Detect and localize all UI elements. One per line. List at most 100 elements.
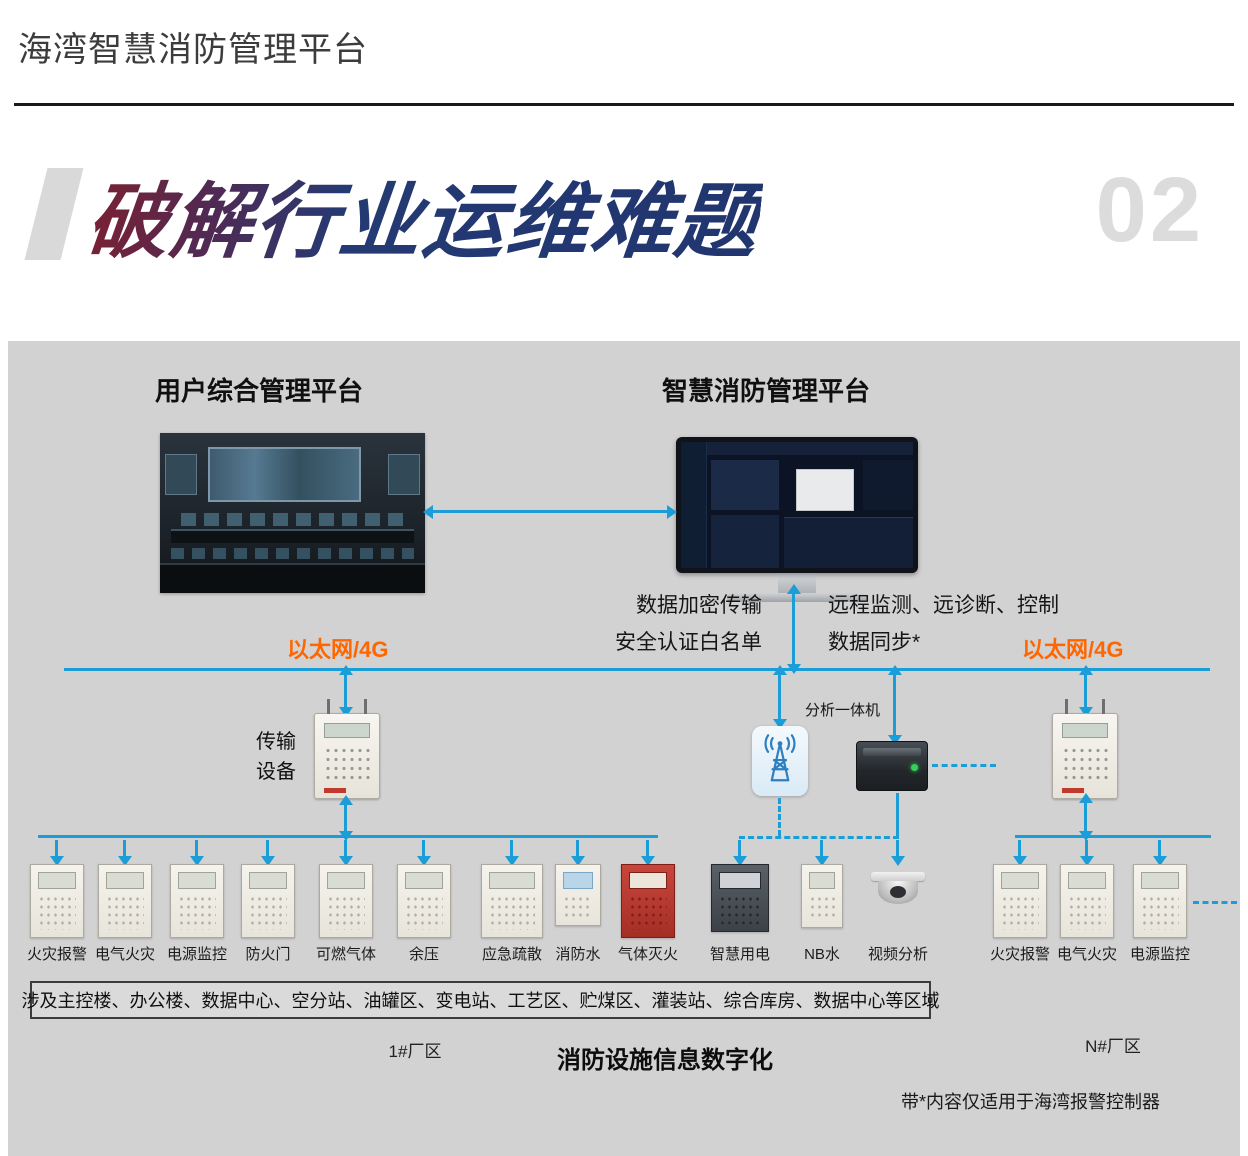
device-unit-smart-power: 智慧用电	[704, 864, 776, 964]
device-label: 视频分析	[867, 946, 929, 963]
device-drop-arrow	[1018, 840, 1021, 857]
dashboard-sidebar	[681, 442, 707, 568]
device-drop-arrow	[344, 840, 347, 857]
right-transmitter-uplink-arrow	[1084, 674, 1087, 708]
monitor-bus-arrow	[792, 593, 795, 665]
encryption-note: 数据加密传输 安全认证白名单	[564, 587, 762, 661]
device-unit-video-analysis: 视频分析	[862, 864, 934, 964]
device-drop-arrow	[820, 840, 823, 857]
transmission-device-label: 传输 设备	[256, 727, 296, 787]
header-divider	[14, 103, 1234, 106]
device-drop-arrow	[510, 840, 513, 857]
zone-label-left: 1#厂区	[388, 1042, 442, 1061]
device-drop-arrow	[55, 840, 58, 857]
analysis-dashed-link	[932, 764, 996, 767]
device-unit-residual-pressure: 余压	[388, 864, 460, 964]
right-platform-title: 智慧消防管理平台	[662, 376, 871, 406]
transmitter-keypad	[1062, 746, 1108, 782]
digitalization-caption: 消防设施信息数字化	[557, 1047, 773, 1074]
remote-note: 远程监测、远诊断、控制 数据同步*	[828, 587, 1059, 661]
device-label: 电源监控	[1129, 946, 1191, 963]
dashboard-panel-4	[784, 517, 913, 568]
title-accent-mark	[24, 168, 84, 260]
right-bus-continuation-dashed	[1193, 901, 1237, 904]
device-label: 应急疏散	[481, 946, 543, 963]
right-transmitter-downlink-arrow	[1084, 802, 1087, 832]
transmission-label-line1: 传输	[256, 731, 296, 753]
dashboard-panel	[711, 460, 779, 510]
transmitter-brand-mark	[1062, 788, 1084, 793]
control-room-desk	[170, 529, 415, 544]
page-number: 02	[1095, 159, 1204, 261]
device-label: 防火门	[245, 946, 291, 963]
combustible-gas-panel-icon	[319, 864, 373, 938]
smart-power-device-icon	[711, 864, 769, 932]
control-room-main-screen	[207, 447, 362, 502]
transmitter-keypad	[324, 746, 370, 782]
power-monitor-panel-icon	[170, 864, 224, 938]
left-transmitter-downlink-arrow	[344, 804, 347, 832]
transmitter-screen	[324, 723, 370, 738]
left-platform-title: 用户综合管理平台	[155, 376, 364, 406]
analysis-downlink	[896, 793, 899, 836]
control-room-monitor-row	[181, 513, 404, 526]
antenna-icon	[327, 699, 330, 714]
middle-dashed-bus	[739, 836, 899, 839]
transmitter-device-right	[1052, 699, 1118, 799]
monitor-stand-base	[727, 593, 867, 602]
page-title: 海湾智慧消防管理平台	[18, 31, 368, 69]
device-drop-arrow	[123, 840, 126, 857]
emergency-evacuation-panel-icon	[481, 864, 543, 938]
dashboard-panel-2	[711, 515, 779, 568]
platform-link-arrow	[432, 510, 668, 513]
section-title: 破解行业运维难题	[82, 155, 767, 274]
signal-tower-icon	[752, 726, 808, 796]
dashboard-monitor	[676, 437, 918, 602]
remote-note-line2: 数据同步*	[828, 631, 921, 654]
device-label: 电气火灾	[1056, 946, 1118, 963]
device-label: 电气火灾	[94, 946, 156, 963]
device-drop-arrow	[266, 840, 269, 857]
signal-tower-glyph	[764, 734, 796, 782]
device-drop-arrow	[1085, 840, 1088, 857]
analysis-uplink-arrow	[893, 674, 896, 736]
fire-door-panel-icon	[241, 864, 295, 938]
main-bus-line	[64, 668, 1210, 671]
fire-alarm-panel-icon	[30, 864, 84, 938]
asterisk-footnote: 带*内容仅适用于海湾报警控制器	[901, 1092, 1161, 1112]
device-unit-nb-water: NB水	[786, 864, 858, 964]
nb-water-device-icon	[801, 864, 843, 928]
fire-alarm-panel-icon	[993, 864, 1047, 938]
device-drop-arrow	[896, 840, 899, 857]
left-secondary-bus-line	[38, 835, 658, 838]
device-unit-gas-extinguishing: 气体灭火	[612, 864, 684, 964]
device-label: 智慧用电	[709, 946, 771, 963]
control-room-left-screen	[165, 453, 198, 496]
monitor-screen	[676, 437, 918, 573]
encryption-note-line1: 数据加密传输	[636, 594, 762, 617]
camera-mount	[871, 872, 925, 881]
control-room-photo	[160, 433, 425, 593]
device-label: 气体灭火	[617, 946, 679, 963]
transmission-label-line2: 设备	[256, 761, 296, 783]
dashboard-panel-3	[863, 460, 913, 510]
analysis-appliance-label: 分析一体机	[805, 702, 881, 719]
tower-uplink-arrow	[778, 674, 781, 720]
device-unit-fire-alarm: 火灾报警	[21, 864, 93, 964]
residual-pressure-panel-icon	[397, 864, 451, 938]
transmitter-screen	[1062, 723, 1108, 738]
encryption-note-line2: 安全认证白名单	[615, 631, 762, 654]
antenna-icon	[364, 699, 367, 714]
device-unit-fire-water: 消防水	[542, 864, 614, 964]
dashboard-topbar	[707, 442, 913, 455]
device-label: 余压	[408, 946, 440, 963]
tower-dashed-downlink	[778, 798, 781, 836]
transmitter-device-left	[314, 699, 380, 799]
dome-camera-icon	[870, 864, 926, 914]
device-unit-power-monitor: 电源监控	[161, 864, 233, 964]
device-unit-electrical-fire-right: 电气火灾	[1051, 864, 1123, 964]
device-label: 火灾报警	[26, 946, 88, 963]
ethernet-label-left: 以太网/4G	[287, 637, 389, 662]
device-label: 电源监控	[166, 946, 228, 963]
device-label: 消防水	[555, 946, 601, 963]
